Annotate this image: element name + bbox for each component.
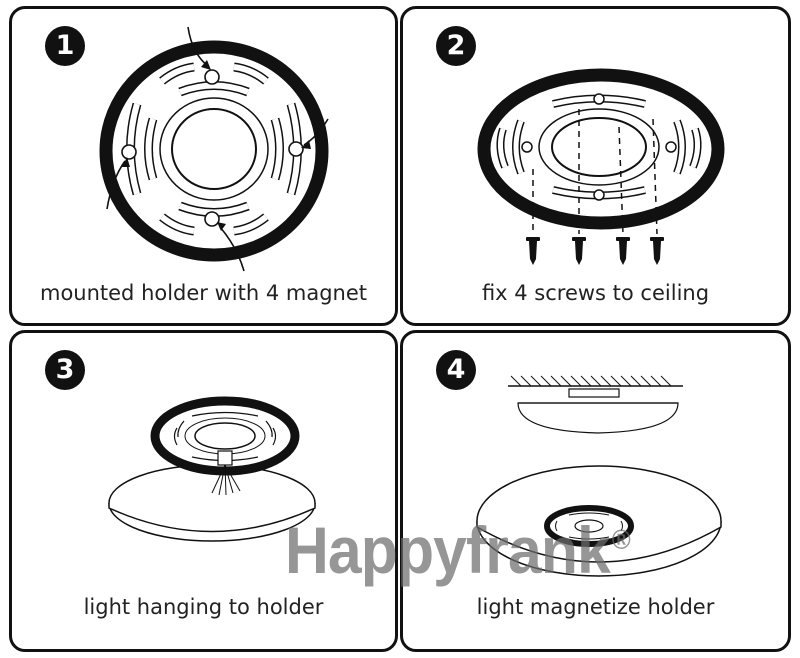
step-caption: mounted holder with 4 magnet	[39, 281, 368, 305]
step-number-badge: 2	[436, 26, 476, 66]
watermark-text: Happyfrank	[285, 513, 611, 587]
step-panel-4: 4 light magnetize holder	[400, 330, 791, 652]
light-hanging-illustration	[108, 396, 316, 542]
light-magnetize-holder-illustration	[476, 375, 722, 577]
mounting-holder-with-magnets-illustration	[99, 26, 329, 272]
screws	[526, 237, 664, 265]
step-number-badge: 3	[45, 350, 85, 390]
step-caption: fix 4 screws to ceiling	[481, 281, 710, 305]
step-panel-2: 2	[400, 6, 791, 326]
step-panel-3: 3 light hanging to holder	[9, 330, 398, 652]
brand-watermark: Happyfrank®	[285, 512, 631, 588]
step-caption: light magnetize holder	[476, 595, 715, 619]
step-number-badge: 4	[436, 350, 476, 390]
step-number-badge: 1	[45, 26, 85, 66]
registered-mark: ®	[611, 524, 631, 555]
step-panel-1: 1	[9, 6, 398, 326]
screws-to-ceiling-illustration	[477, 68, 725, 265]
step-caption: light hanging to holder	[83, 595, 324, 619]
